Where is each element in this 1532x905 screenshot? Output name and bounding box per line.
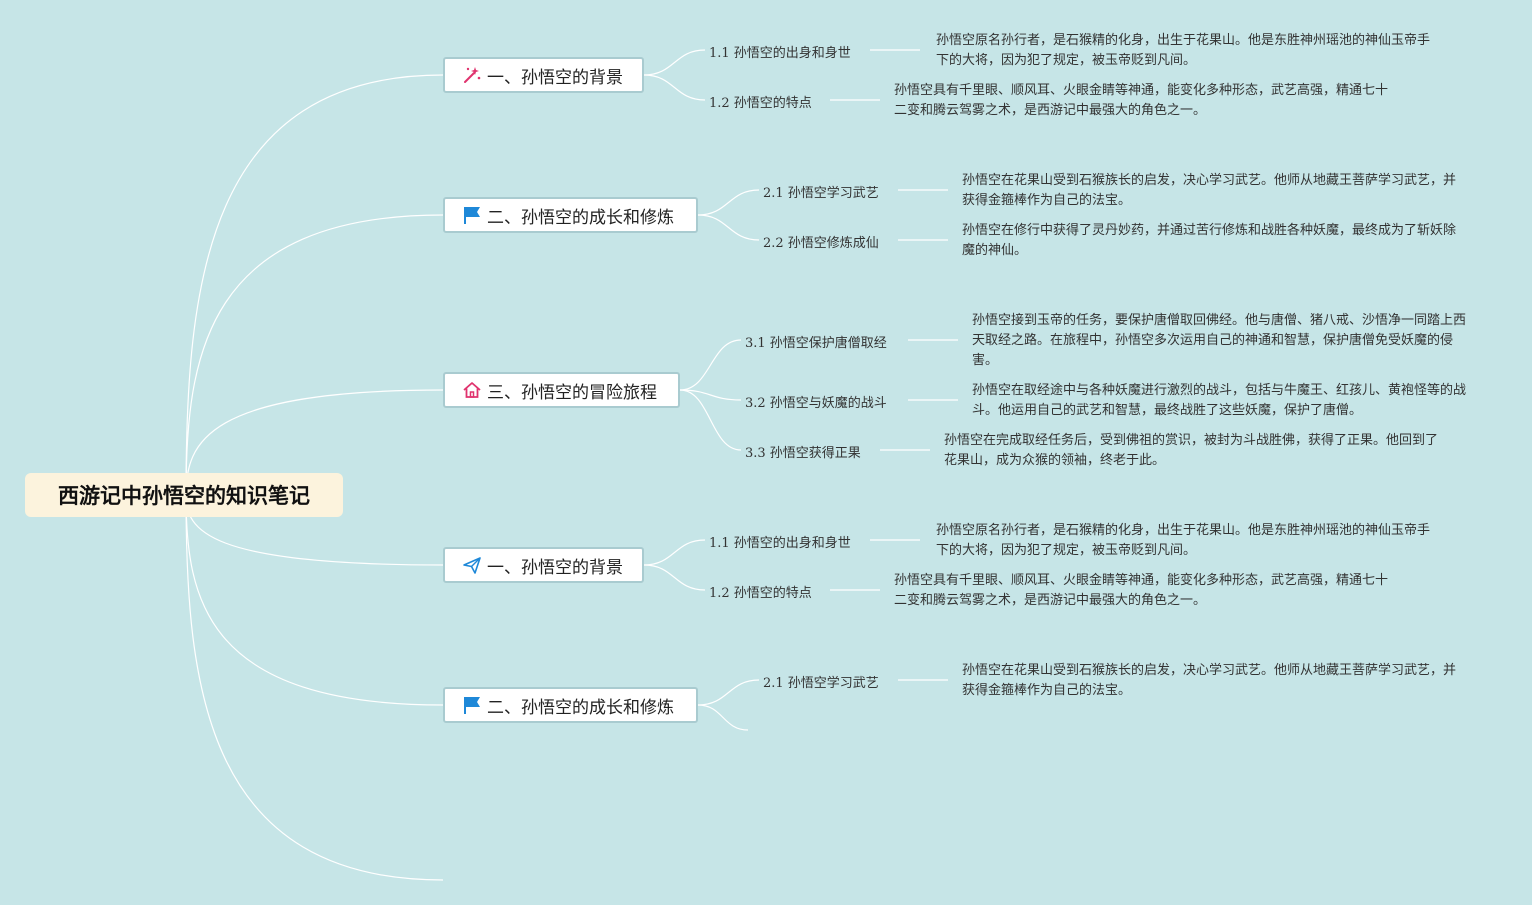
topic-label[interactable]: 2.1 孙悟空学习武艺: [763, 676, 879, 691]
topic-note: 孙悟空在花果山受到石猴族长的启发，决心学习武艺。他师从地藏王菩萨学习武艺，并获得…: [962, 173, 1457, 208]
topic-note: 孙悟空接到玉帝的任务，要保护唐僧取回佛经。他与唐僧、猪八戒、沙悟净一同踏上西天取…: [972, 313, 1467, 368]
topic-label[interactable]: 3.1 孙悟空保护唐僧取经: [745, 336, 887, 351]
branch-node-adventure[interactable]: 三、孙悟空的冒险旅程: [443, 372, 680, 408]
paper-plane-icon: [461, 554, 483, 576]
branch-connector: [643, 564, 706, 591]
branch-connector: [643, 49, 706, 76]
branch-connector: [679, 389, 742, 451]
topic-note: 孙悟空原名孙行者，是石猴精的化身，出生于花果山。他是东胜神州瑶池的神仙玉帝手下的…: [936, 523, 1431, 558]
branch-connector: [643, 539, 706, 566]
topic-label[interactable]: 3.3 孙悟空获得正果: [745, 446, 861, 461]
topic-label[interactable]: 2.1 孙悟空学习武艺: [763, 186, 879, 201]
topic-label[interactable]: 3.2 孙悟空与妖魔的战斗: [745, 396, 887, 411]
root-title: 西游记中孙悟空的知识笔记: [58, 484, 310, 508]
flag-icon: [461, 694, 483, 716]
topic-note: 孙悟空在花果山受到石猴族长的启发，决心学习武艺。他师从地藏王菩萨学习武艺，并获得…: [962, 663, 1457, 698]
branch-node-growth[interactable]: 二、孙悟空的成长和修炼: [443, 197, 698, 233]
branch-node-background-2[interactable]: 一、孙悟空的背景: [443, 547, 644, 583]
branch-node-background[interactable]: 一、孙悟空的背景: [443, 57, 644, 93]
root-connector: [185, 494, 444, 881]
topic-label[interactable]: 1.2 孙悟空的特点: [709, 96, 812, 111]
topic-label[interactable]: 2.2 孙悟空修炼成仙: [763, 236, 879, 251]
branch-connector: [697, 679, 760, 706]
branch-connector: [697, 214, 760, 241]
root-connector: [185, 494, 444, 706]
magic-wand-icon: [461, 64, 483, 86]
branch-label: 二、孙悟空的成长和修炼: [487, 697, 674, 718]
root-node[interactable]: 西游记中孙悟空的知识笔记: [25, 473, 343, 517]
topic-note: 孙悟空在取经途中与各种妖魔进行激烈的战斗，包括与牛魔王、红孩儿、黄袍怪等的战斗。…: [972, 383, 1467, 418]
topic-note: 孙悟空具有千里眼、顺风耳、火眼金睛等神通，能变化多种形态，武艺高强，精通七十二变…: [894, 573, 1389, 608]
branch-connector: [643, 74, 706, 101]
root-connector: [185, 214, 444, 496]
root-connector: [185, 74, 444, 496]
branch-label: 一、孙悟空的背景: [487, 67, 623, 88]
topic-label[interactable]: 1.1 孙悟空的出身和身世: [709, 536, 851, 551]
branch-label: 一、孙悟空的背景: [487, 557, 623, 578]
branch-connector: [697, 189, 760, 216]
branch-label: 三、孙悟空的冒险旅程: [487, 382, 657, 403]
flag-icon: [461, 204, 483, 226]
topic-label[interactable]: 1.1 孙悟空的出身和身世: [709, 46, 851, 61]
branch-connector: [679, 339, 742, 391]
branch-connector: [679, 389, 742, 401]
topic-note: 孙悟空原名孙行者，是石猴精的化身，出生于花果山。他是东胜神州瑶池的神仙玉帝手下的…: [936, 33, 1431, 68]
home-icon: [461, 379, 483, 401]
topic-note: 孙悟空在修行中获得了灵丹妙药，并通过苦行修炼和战胜各种妖魔，最终成为了斩妖除魔的…: [962, 223, 1457, 258]
branch-connector: [697, 704, 749, 731]
topic-label[interactable]: 1.2 孙悟空的特点: [709, 586, 812, 601]
branch-node-growth-2[interactable]: 二、孙悟空的成长和修炼: [443, 687, 698, 723]
topic-note: 孙悟空具有千里眼、顺风耳、火眼金睛等神通，能变化多种形态，武艺高强，精通七十二变…: [894, 83, 1389, 118]
topic-note: 孙悟空在完成取经任务后，受到佛祖的赏识，被封为斗战胜佛，获得了正果。他回到了花果…: [944, 433, 1439, 468]
branch-label: 二、孙悟空的成长和修炼: [487, 207, 674, 228]
